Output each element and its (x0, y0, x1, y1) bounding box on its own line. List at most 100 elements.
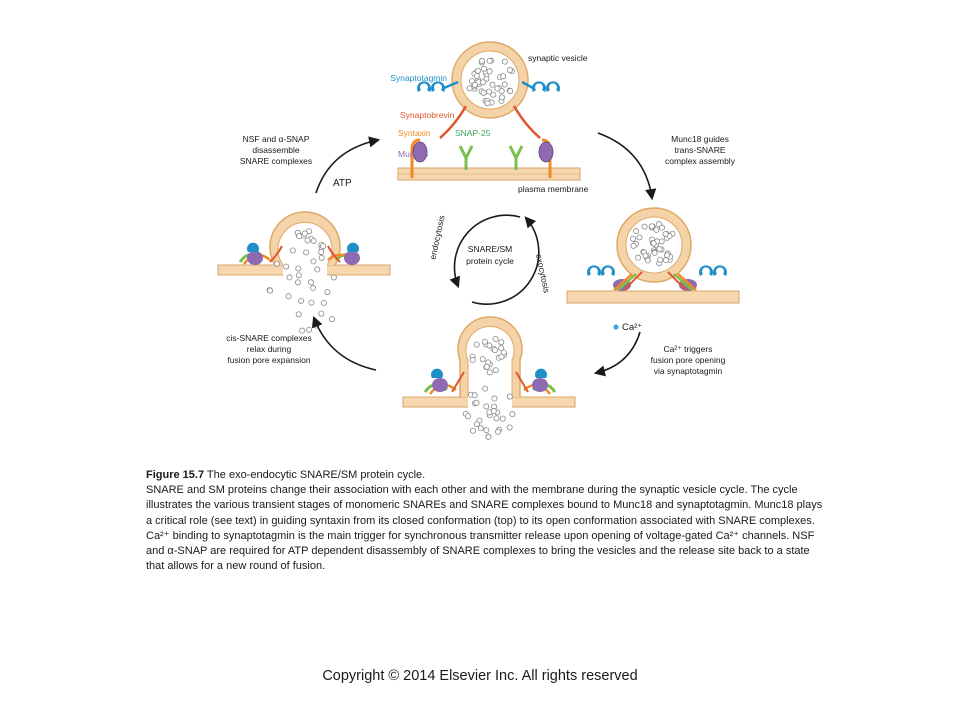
transmitter-dot (658, 224, 665, 231)
transmitter-dot (464, 413, 471, 420)
transmitter-dot (295, 311, 302, 318)
transmitter-dot (483, 403, 490, 410)
transmitter-dot (644, 257, 651, 264)
transmitter-dot (318, 310, 325, 317)
arrow-bottom-left (311, 315, 377, 371)
transmitter-dot (486, 369, 493, 376)
transmitter-dot (314, 266, 321, 273)
transmitter-dot (286, 274, 293, 281)
transmitter-dot (471, 392, 478, 399)
transmitter-dot (294, 279, 301, 286)
transmitter-dot (495, 428, 502, 435)
step-bottom-left-line3: fusion pore expansion (227, 355, 310, 365)
transmitter-dot (466, 85, 473, 92)
transmitter-dot (310, 237, 317, 244)
transmitter-dot (500, 73, 507, 80)
transmitter-dot (473, 72, 480, 79)
transmitter-dot (479, 356, 486, 363)
transmitter-dot (478, 58, 485, 65)
transmitter-dot (499, 94, 506, 101)
transmitter-dot (506, 424, 513, 431)
arrow-right-bottom (593, 331, 641, 377)
step-top-left-line2: disassemble (252, 145, 300, 155)
step-top-left-line3: SNARE complexes (240, 156, 312, 166)
transmitter-dot (301, 230, 308, 237)
transmitter-dot (474, 67, 481, 74)
transmitter-dot (633, 228, 640, 235)
caption-title: The exo-endocytic SNARE/SM protein cycle… (204, 469, 426, 481)
arrow-top-right (597, 132, 657, 201)
step-bottom-right-line1: Ca²⁺ triggers (664, 344, 713, 354)
transmitter-dot (490, 91, 497, 98)
vesicle-transmitter-dots-right (629, 221, 676, 267)
transmitter-dot (485, 88, 492, 95)
label-endocytosis: endocytosis (428, 214, 447, 260)
transmitter-dot (480, 89, 487, 96)
transmitter-dot (469, 357, 476, 364)
transmitter-dot (491, 395, 498, 402)
transmitter-dot (296, 233, 303, 240)
synaptobrevin (439, 105, 468, 139)
transmitter-dot (498, 353, 505, 360)
center-arc-left (449, 214, 521, 289)
transmitter-dot (651, 249, 658, 256)
transmitter-dot (642, 252, 649, 259)
transmitter-dot (491, 347, 498, 354)
transmitter-dot (267, 287, 274, 294)
transmitter-dot (308, 299, 315, 306)
arrow-left-top (315, 136, 381, 194)
outer-cycle-arrows (311, 132, 657, 377)
fusion-pore-snares (423, 368, 557, 395)
transmitter-dot (658, 238, 665, 245)
transmitter-dot (648, 223, 655, 230)
step-label-top-right: Munc18 guides trans-SNARE complex assemb… (665, 134, 736, 166)
transmitter-dot (506, 67, 513, 74)
transmitter-dot (324, 289, 331, 296)
munc18 (412, 141, 428, 163)
label-ca: Ca²⁺ (622, 322, 642, 333)
step-bottom-left-line1: cis-SNARE complexes (226, 333, 312, 343)
step-bottom-left-line2: relax during (247, 344, 292, 354)
transmitter-dot (664, 252, 671, 259)
transmitter-dot (303, 249, 310, 256)
transmitter-dot (298, 297, 305, 304)
calcium-indicator: Ca²⁺ (613, 322, 642, 333)
transmitter-dot (492, 367, 499, 374)
top-panel: Synaptotagmin synaptic vesicle Synaptobr… (390, 41, 589, 194)
transmitter-dot (662, 257, 669, 264)
transmitter-dot (307, 279, 314, 286)
transmitter-dot (486, 68, 493, 75)
transmitter-dot (483, 75, 490, 82)
transmitter-dot (483, 363, 490, 370)
cis-snare-complex-left (238, 242, 360, 265)
transmitter-dot (506, 393, 513, 400)
label-munc18: Munc18 (398, 149, 429, 159)
transmitter-dot (486, 57, 493, 64)
transmitter-dot (320, 299, 327, 306)
transmitter-dot (507, 88, 514, 95)
transmitter-dot (481, 65, 488, 72)
transmitter-dot (473, 421, 480, 428)
transmitter-dot (471, 81, 478, 88)
center-label-line1: SNARE/SM (468, 244, 512, 254)
syntaxin (410, 138, 421, 178)
transmitter-dot (285, 293, 292, 300)
center-cycle: SNARE/SM protein cycle endocytosis exocy… (428, 214, 552, 305)
transmitter-dot (485, 433, 492, 440)
bottom-panel (402, 316, 576, 440)
transmitter-dot (473, 341, 480, 348)
step-label-bottom-right: Ca²⁺ triggers fusion pore opening via sy… (651, 344, 726, 376)
transmitter-dot (481, 338, 488, 345)
label-synaptobrevin: Synaptobrevin (400, 110, 455, 120)
transmitter-dot (299, 327, 306, 334)
transmitter-dot (489, 81, 496, 88)
step-top-right-line2: trans-SNARE (674, 145, 725, 155)
transmitter-dot (656, 246, 663, 253)
caption-figure-number: Figure 15.7 (146, 469, 205, 481)
trans-snare-complex-right (587, 265, 727, 291)
transmitter-dots-bottom (462, 336, 516, 440)
transmitter-dot (636, 234, 643, 241)
caption-body: SNARE and SM proteins change their assoc… (146, 484, 823, 573)
transmitter-dot (635, 254, 642, 261)
transmitter-dot (629, 235, 636, 242)
